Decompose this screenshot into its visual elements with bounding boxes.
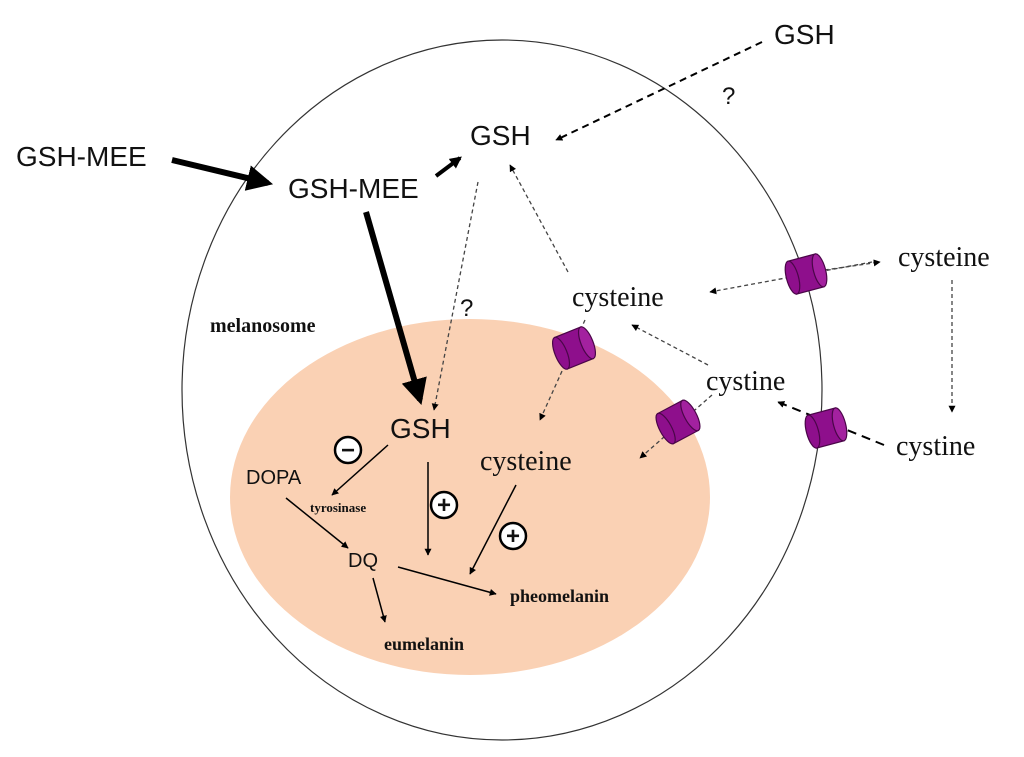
arrow-dq-to-eumelanin <box>372 577 387 623</box>
label-gsh-cytosol: GSH <box>470 120 531 151</box>
plus-sign-gsh: + <box>437 492 451 519</box>
label-melanosome: melanosome <box>210 315 316 337</box>
label-tyrosinase: tyrosinase <box>310 500 366 515</box>
arrow-gsh-mee-uptake <box>171 157 274 191</box>
label-question-top: ? <box>722 83 735 110</box>
arrow-gsh-into-melanosome-dashed <box>431 181 479 411</box>
transporter-cysteine-membrane <box>784 253 828 295</box>
minus-circle <box>333 435 363 465</box>
transporter-cystine-melanosome <box>655 399 701 445</box>
label-gsh-mee-inside: GSH-MEE <box>288 173 419 204</box>
label-cystine-outside: cystine <box>896 431 975 462</box>
arrow-cysteine-to-pheomelanin <box>469 484 517 575</box>
label-cystine-cytosol: cystine <box>706 366 785 397</box>
label-cysteine-outside: cysteine <box>898 242 990 273</box>
label-dopa: DOPA <box>246 467 302 489</box>
arrow-cystine-import-dashed <box>777 401 885 446</box>
arrow-cystine-to-cysteine-dashed <box>631 324 709 366</box>
label-cysteine-cytosol: cysteine <box>572 282 664 313</box>
arrow-cysteine-to-gsh-dashed <box>509 164 569 273</box>
transporter-cystine-membrane <box>804 407 848 449</box>
arrow-gsh-mee-to-gsh <box>434 156 462 178</box>
melanosome-body <box>230 319 710 675</box>
label-dq: DQ <box>348 550 378 572</box>
minus-sign: − <box>341 437 355 464</box>
arrow-dq-to-pheomelanin <box>397 566 497 596</box>
arrow-cystine-into-melanosome-dashed <box>639 394 713 459</box>
cell-membrane <box>181 39 823 741</box>
label-cysteine-melanosome: cysteine <box>480 446 572 477</box>
plus-circle-cysteine <box>498 521 528 551</box>
arrow-gsh-uptake-dashed <box>555 41 763 141</box>
label-gsh-mee-outside: GSH-MEE <box>16 141 147 172</box>
arrow-gsh-mee-to-melanosome <box>363 211 427 405</box>
label-eumelanin: eumelanin <box>384 634 464 654</box>
label-pheomelanin: pheomelanin <box>510 586 609 606</box>
plus-circle-gsh <box>429 490 459 520</box>
arrow-dopa-to-dq <box>285 497 349 549</box>
arrow-cysteine-into-melanosome-dashed <box>539 319 586 421</box>
plus-sign-cysteine: + <box>506 523 520 550</box>
label-gsh-melanosome: GSH <box>390 413 451 444</box>
label-gsh-outside: GSH <box>774 19 835 50</box>
arrow-gsh-inhibits-tyrosinase <box>331 444 389 496</box>
label-question-mid: ? <box>460 295 473 322</box>
transporter-cysteine-melanosome <box>551 326 597 370</box>
